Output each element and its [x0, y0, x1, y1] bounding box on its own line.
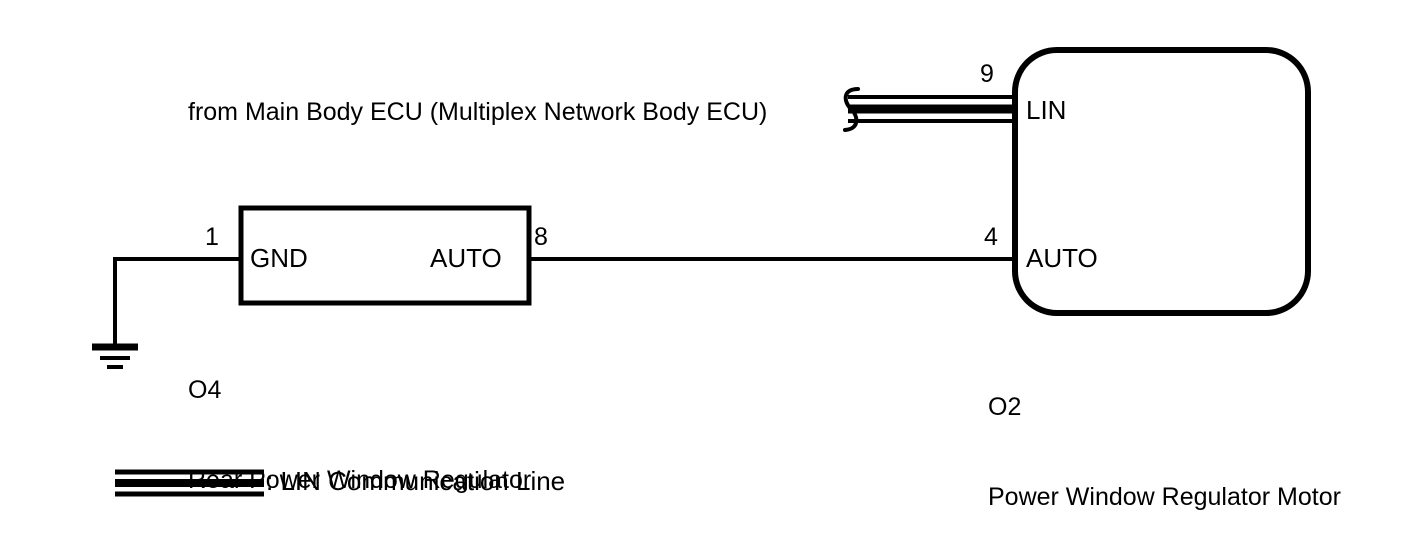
pin-number-switch-auto: 8 [534, 223, 548, 251]
terminal-label-switch-auto: AUTO [430, 243, 502, 273]
terminal-label-gnd: GND [250, 243, 308, 273]
legend-label: : LIN Communication Line [266, 466, 566, 496]
pin-number-motor-lin: 9 [980, 60, 994, 88]
motor-assembly-box [1012, 47, 1311, 316]
legend-lin-symbol [115, 469, 264, 497]
ground-wire [113, 257, 241, 345]
lin-source-label: from Main Body ECU (Multiplex Network Bo… [188, 98, 768, 126]
switch-assembly-box [238, 205, 532, 306]
switch-assembly-connector-id: O4 [188, 376, 222, 404]
switch-assembly-name-line1: Rear Power Window Regulator [188, 466, 532, 494]
motor-assembly-caption: O2 Power Window Regulator Motor Assembly… [988, 332, 1341, 558]
terminal-label-lin: LIN [1026, 95, 1067, 125]
ground-symbol [92, 343, 138, 369]
pin-number-switch-gnd: 1 [205, 223, 219, 251]
pin-number-motor-auto: 4 [984, 223, 998, 251]
terminal-label-motor-auto: AUTO [1026, 243, 1098, 273]
lin-line-break-symbol [843, 87, 860, 132]
switch-assembly-name-line2: Switch Assembly (for LH Door) [188, 555, 531, 558]
switch-assembly-caption: O4 Rear Power Window Regulator Switch As… [188, 315, 531, 558]
motor-assembly-connector-id: O2 [988, 393, 1022, 421]
lin-communication-line [843, 87, 1015, 132]
motor-assembly-name-line1: Power Window Regulator Motor [988, 483, 1341, 511]
